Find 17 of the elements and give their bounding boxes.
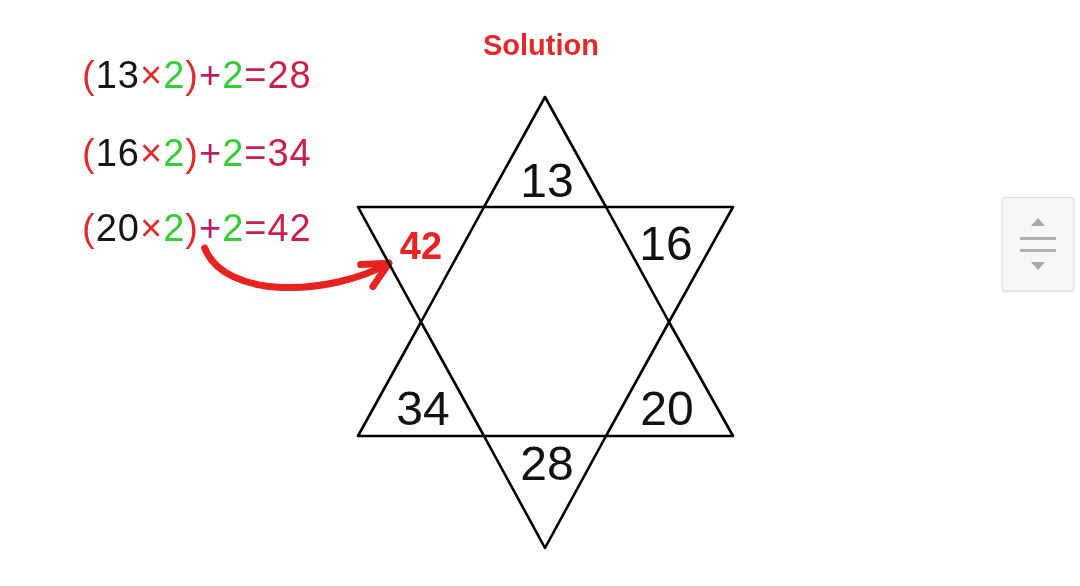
star-point-triangle (355, 319, 487, 439)
curved-arrow (201, 244, 393, 291)
number-label: 13 (520, 161, 574, 201)
star-point-triangle (481, 433, 609, 551)
number-label: 20 (640, 389, 694, 429)
number-label: 16 (639, 224, 693, 264)
number-label: 34 (396, 389, 450, 429)
star-point-triangle (355, 204, 487, 325)
star-point-triangle (603, 204, 736, 325)
number-label: 28 (520, 444, 574, 484)
title: Solution (483, 30, 599, 60)
star-point-triangle (481, 94, 609, 210)
equation-text: (20×2)+2=42 (82, 208, 312, 248)
number-label: 42 (399, 230, 443, 262)
equation-text: (16×2)+2=34 (82, 133, 312, 173)
star-point-triangle (603, 319, 736, 439)
equation-text: (13×2)+2=28 (82, 55, 312, 95)
